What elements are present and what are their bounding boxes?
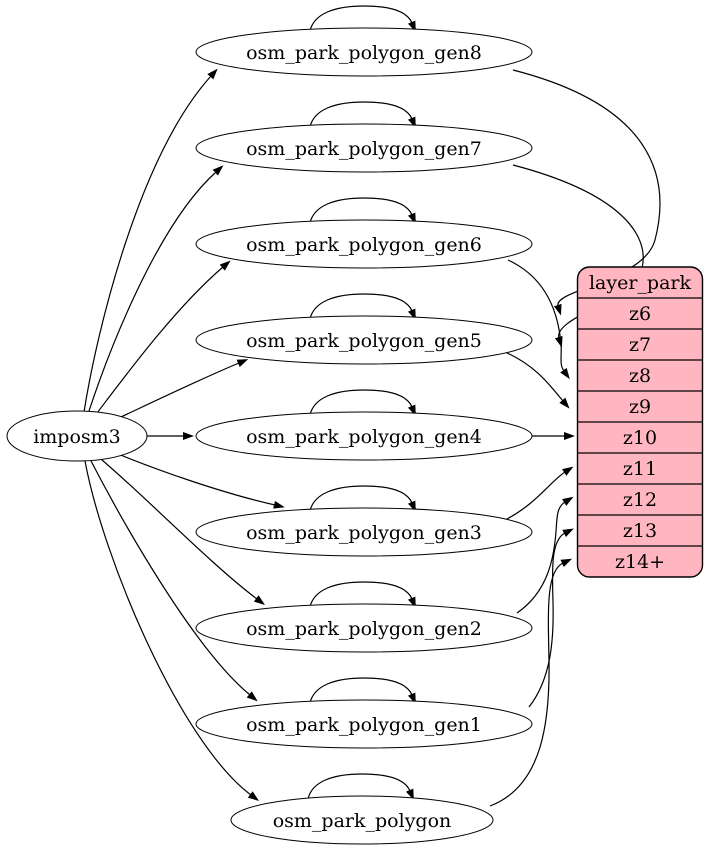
edge-imposm3-gen5 (105, 359, 249, 425)
edge-gen2-z12 (516, 496, 574, 614)
gen3-label: osm_park_polygon_gen3 (246, 522, 482, 544)
layer-row-z9: z9 (629, 396, 651, 418)
layer-row-z6: z6 (629, 303, 651, 325)
edge-imposm3-gen1 (89, 458, 258, 702)
node-osm-park-polygon-gen6: osm_park_polygon_gen6 (195, 219, 533, 269)
edge-imposm3-gen6 (93, 260, 231, 418)
layer-row-z14plus: z14+ (615, 551, 665, 573)
gen1-label: osm_park_polygon_gen1 (246, 714, 482, 736)
gen4-label: osm_park_polygon_gen4 (246, 426, 482, 448)
node-osm-park-polygon-gen2: osm_park_polygon_gen2 (195, 603, 533, 653)
layer-park-title: layer_park (589, 272, 692, 294)
gen4-ellipse (195, 411, 533, 461)
edge-imposm3-gen3 (105, 448, 285, 509)
gen6-ellipse (195, 219, 533, 269)
edge-gen3-z11 (504, 466, 574, 521)
self-loop-gen2 (309, 581, 416, 609)
layer-row-z13: z13 (623, 520, 657, 542)
edges-tables-to-layer (489, 69, 661, 807)
edge-gen5-z9 (504, 351, 570, 409)
gen6-label: osm_park_polygon_gen6 (246, 234, 482, 256)
node-layer-park: layer_park z6 z7 z8 z9 z10 z11 z12 z13 z… (576, 266, 704, 578)
self-loop-gen1 (309, 677, 416, 705)
gen3-ellipse (195, 507, 533, 557)
layer-row-z10: z10 (623, 427, 657, 449)
imposm3-label: imposm3 (33, 426, 121, 448)
self-loop-gen7 (309, 101, 416, 129)
self-loop-gen8 (309, 5, 416, 33)
edge-imposm3-gen2 (95, 454, 265, 606)
self-loop-gen6 (309, 197, 416, 225)
edge-imposm3-park (84, 460, 260, 801)
edges-source-to-tables (83, 68, 285, 801)
gen5-ellipse (195, 315, 533, 365)
layer-row-z8: z8 (629, 365, 651, 387)
edge-imposm3-gen8 (83, 68, 218, 413)
gen2-label: osm_park_polygon_gen2 (246, 618, 482, 640)
park-ellipse (230, 795, 494, 845)
node-osm-park-polygon: osm_park_polygon (230, 795, 494, 845)
edge-park-z14 (489, 558, 573, 807)
self-loop-park (307, 773, 414, 801)
gen5-label: osm_park_polygon_gen5 (246, 330, 482, 352)
node-osm-park-polygon-gen5: osm_park_polygon_gen5 (195, 315, 533, 365)
node-osm-park-polygon-gen3: osm_park_polygon_gen3 (195, 507, 533, 557)
edge-imposm3-gen7 (87, 165, 224, 415)
edge-gen1-z13 (528, 528, 574, 708)
park-label: osm_park_polygon (273, 810, 452, 832)
layer-row-z12: z12 (623, 489, 657, 511)
node-osm-park-polygon-gen7: osm_park_polygon_gen7 (195, 123, 533, 173)
self-loops (307, 5, 416, 801)
self-loop-gen4 (309, 389, 416, 417)
layer-row-z11: z11 (623, 458, 657, 480)
node-osm-park-polygon-gen1: osm_park_polygon_gen1 (195, 699, 533, 749)
gen1-ellipse (195, 699, 533, 749)
gen7-label: osm_park_polygon_gen7 (246, 138, 482, 160)
gen8-ellipse (195, 27, 533, 77)
node-imposm3: imposm3 (6, 410, 148, 462)
node-osm-park-polygon-gen4: osm_park_polygon_gen4 (195, 411, 533, 461)
self-loop-gen5 (309, 293, 416, 321)
self-loop-gen3 (309, 485, 416, 513)
gen8-label: osm_park_polygon_gen8 (246, 42, 482, 64)
edge-gen6-z8 (507, 259, 570, 380)
gen7-ellipse (195, 123, 533, 173)
node-osm-park-polygon-gen8: osm_park_polygon_gen8 (195, 27, 533, 77)
imposm3-ellipse (6, 410, 148, 462)
layer-row-z7: z7 (629, 334, 651, 356)
gen2-ellipse (195, 603, 533, 653)
